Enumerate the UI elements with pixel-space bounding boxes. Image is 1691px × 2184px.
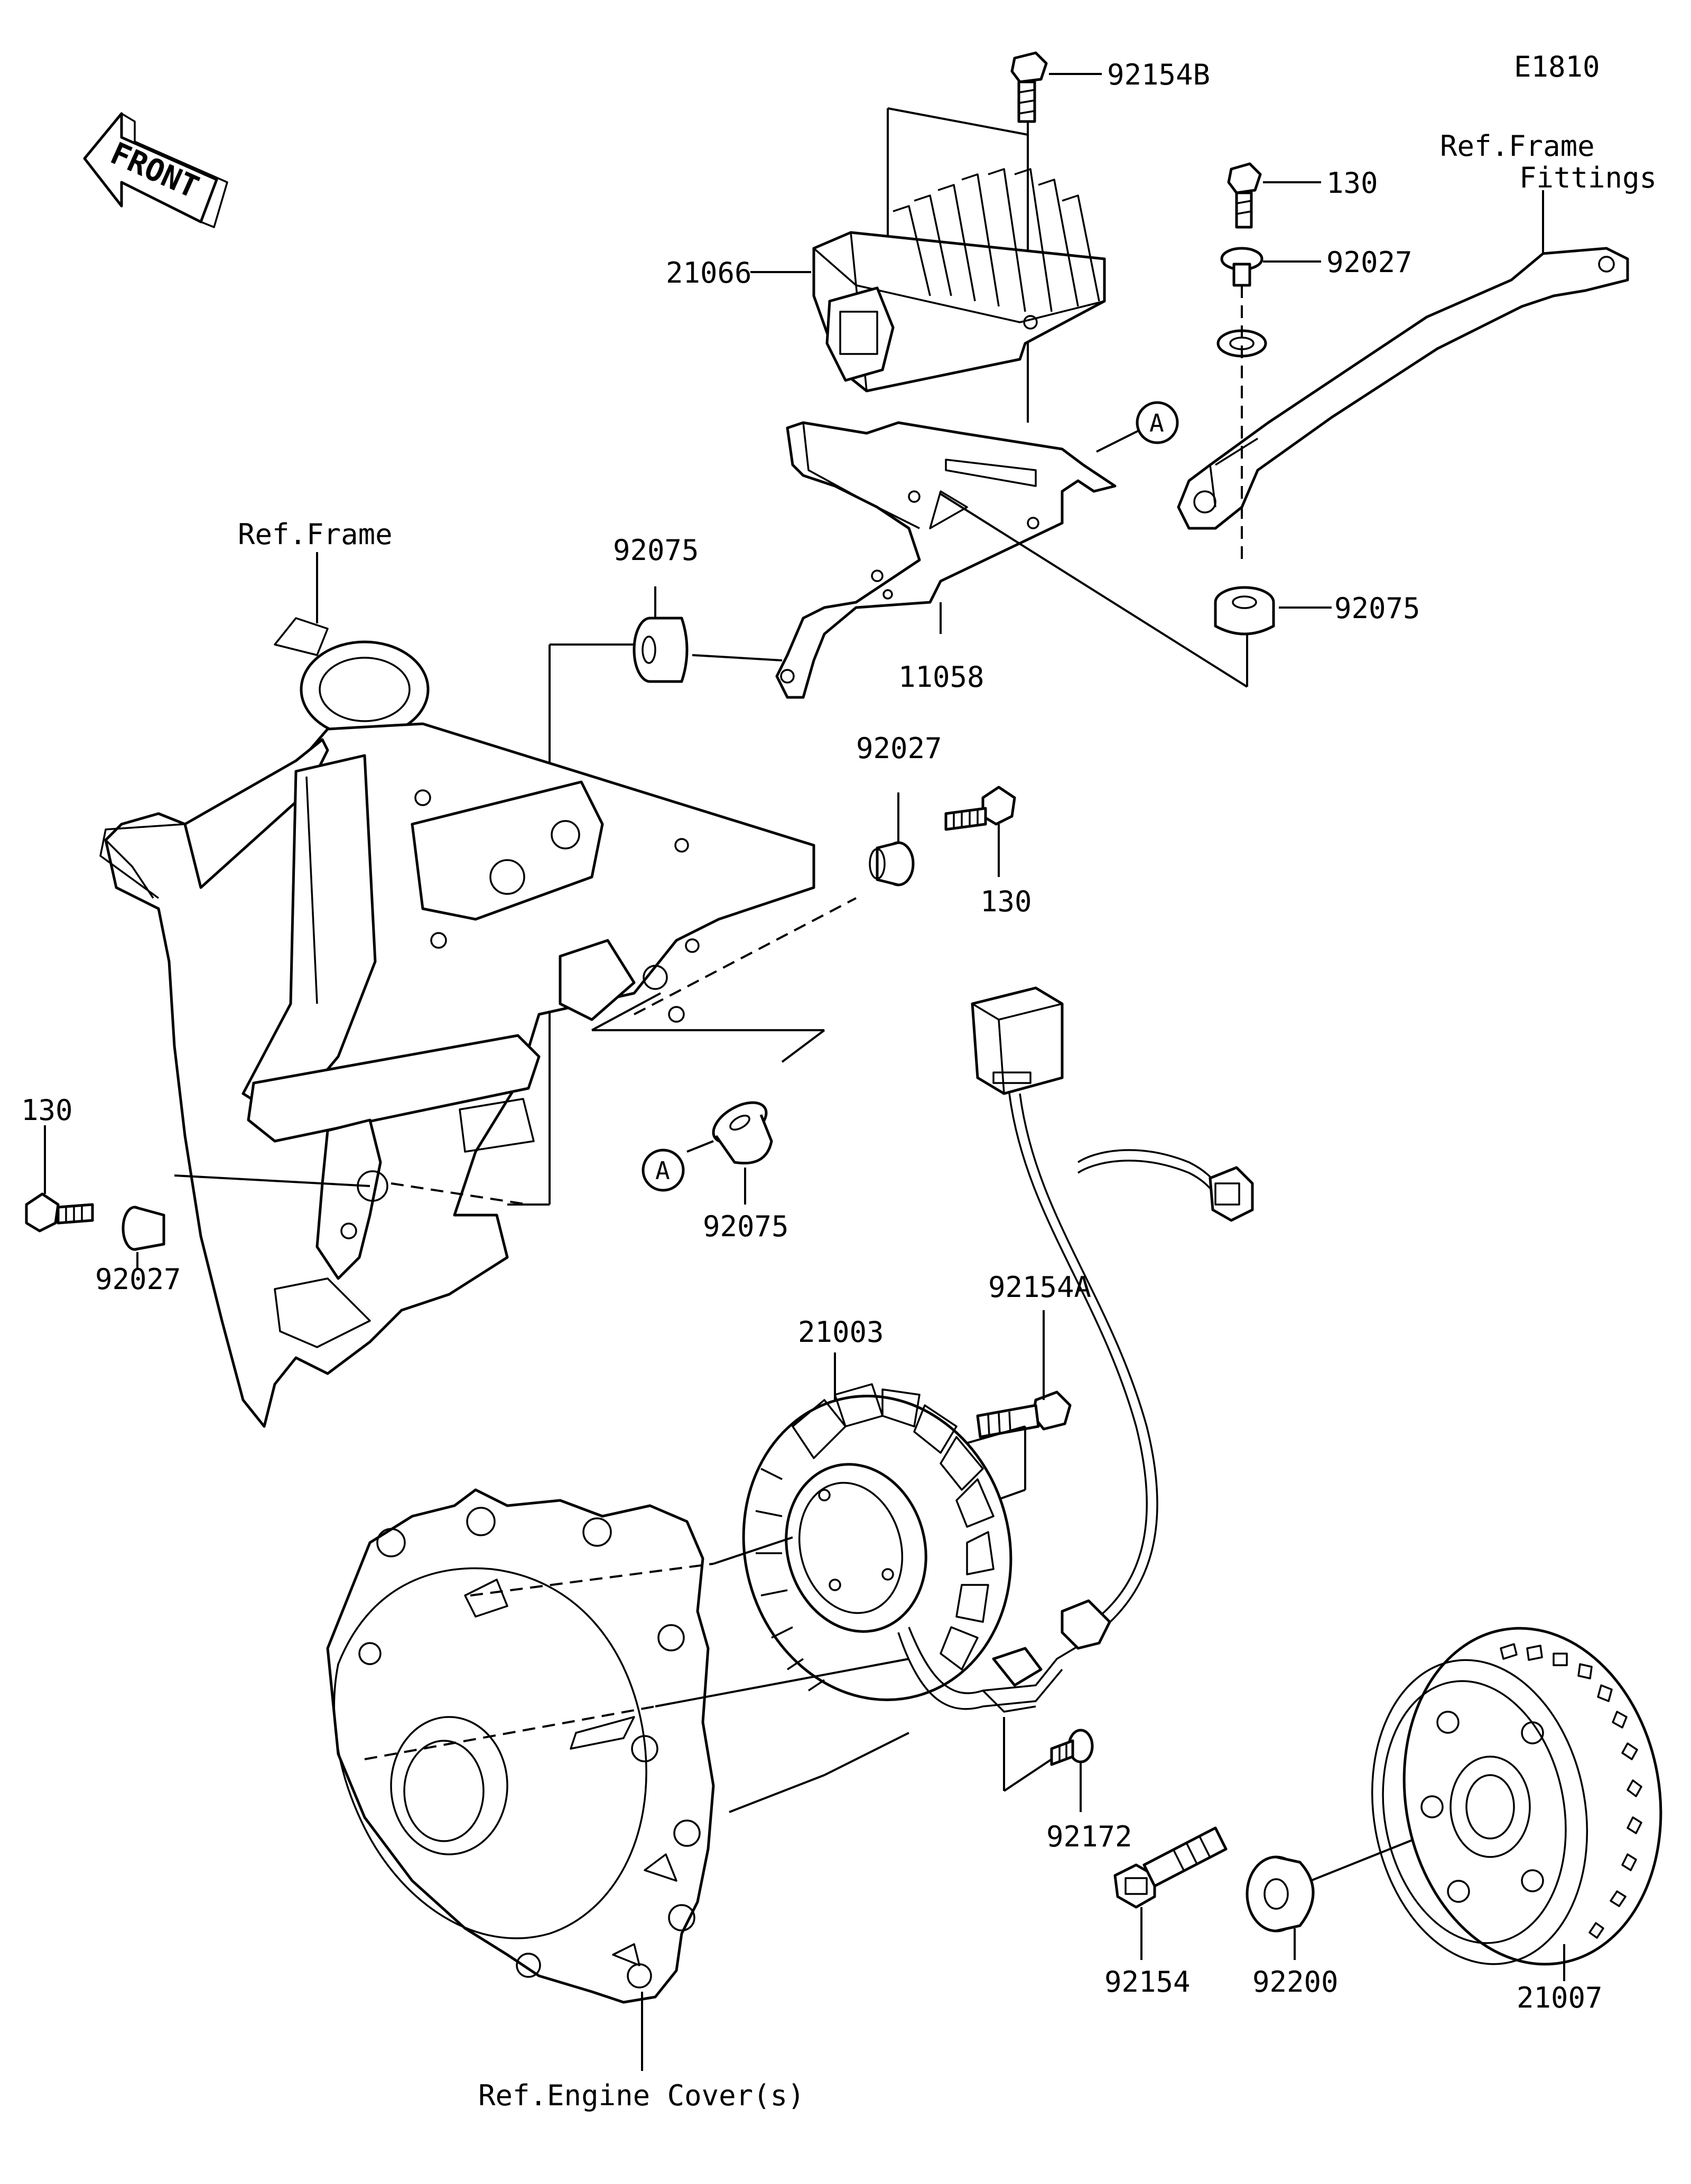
front-arrow-icon: FRONT [83, 112, 228, 228]
label-92027-left: 92027 [95, 1263, 181, 1296]
label-11058: 11058 [898, 660, 984, 694]
label-92075-left: 92075 [613, 534, 699, 567]
label-92200: 92200 [1252, 1965, 1339, 1999]
collar-92027-top [1220, 247, 1321, 287]
bolt-130-mid [944, 786, 1016, 877]
stator-wiring [971, 986, 1254, 1628]
bolt-92154 [1113, 1826, 1228, 1960]
label-92075-center: 92075 [703, 1210, 789, 1243]
grommet-92075-center [686, 1101, 773, 1205]
bolt-92154a [976, 1310, 1072, 1439]
bolt-130-left [25, 1125, 94, 1233]
stator-21003 [742, 1383, 1111, 1713]
label-92154b: 92154B [1107, 58, 1210, 91]
callout-a-top-letter: A [1149, 409, 1164, 437]
collar-92027-left [122, 1174, 370, 1268]
callout-a-bottom-letter: A [655, 1156, 670, 1185]
grommet-92075-left [633, 586, 689, 683]
label-92172: 92172 [1046, 1820, 1132, 1853]
label-ref-frame-fittings-2: Fittings [1519, 161, 1657, 194]
label-ref-frame-fittings-1: Ref.Frame [1440, 129, 1595, 163]
regulator-21066 [750, 168, 1106, 393]
frame-assembly [99, 617, 815, 1428]
frame-fittings-bracket [1177, 247, 1629, 530]
bolt-92154b [1010, 51, 1102, 123]
collar-92027-mid [869, 792, 915, 886]
callout-a-top [1136, 401, 1179, 444]
label-92075-right: 92075 [1334, 592, 1420, 625]
label-130-mid: 130 [980, 885, 1032, 918]
label-21003: 21003 [798, 1315, 884, 1349]
label-92154: 92154 [1104, 1965, 1191, 1999]
bolt-130-top [1227, 162, 1321, 229]
washer-92200 [1246, 1806, 1496, 1960]
diagram-code: E1810 [1514, 50, 1600, 83]
label-92154a: 92154A [988, 1271, 1091, 1304]
label-92027-top: 92027 [1326, 246, 1413, 279]
label-92027-mid: 92027 [856, 732, 942, 765]
engine-cover [326, 1488, 715, 2004]
label-ref-frame: Ref.Frame [238, 518, 393, 551]
screw-92172 [1003, 1729, 1094, 1812]
label-21007: 21007 [1517, 1981, 1603, 2014]
label-130-left: 130 [21, 1094, 73, 1127]
bracket-11058 [775, 421, 1145, 699]
label-130-top: 130 [1326, 166, 1378, 200]
label-ref-engine-cover: Ref.Engine Cover(s) [478, 2079, 805, 2112]
rotor-21007 [1371, 1627, 1662, 1981]
grommet-92075-right [1214, 586, 1332, 636]
callout-a-bottom [642, 1149, 685, 1192]
label-21066: 21066 [666, 256, 752, 290]
